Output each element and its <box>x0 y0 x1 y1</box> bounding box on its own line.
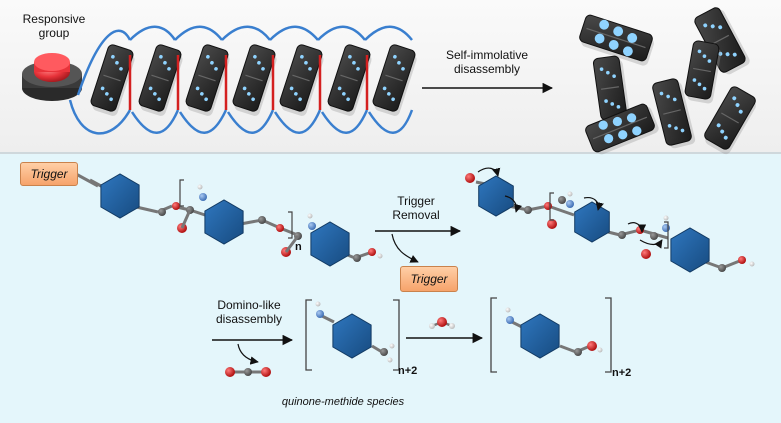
benzene-ring <box>100 173 140 219</box>
responsive-group-label: Responsive group <box>22 12 86 40</box>
helix-domino <box>185 44 230 116</box>
methylene-carbon <box>380 348 388 356</box>
oxygen-atom <box>636 226 644 234</box>
oxygen-atom <box>547 219 557 229</box>
scattered-domino <box>684 40 722 104</box>
repeat-subscript: n <box>295 241 302 253</box>
benzene-ring <box>520 313 560 359</box>
hydrogen-atom <box>197 184 203 190</box>
carbon-atom <box>558 196 566 204</box>
carbon-atom <box>650 232 658 240</box>
amine-nitrogen <box>506 316 514 324</box>
helix-front <box>68 55 414 135</box>
oxygen-atom <box>641 249 651 259</box>
carbon-atom <box>618 231 626 239</box>
carbon-atom <box>158 208 166 216</box>
benzene-ring <box>478 175 514 217</box>
phenolate-oxygen <box>465 173 475 183</box>
helix-domino <box>372 44 417 116</box>
oxygen-atom <box>544 202 552 210</box>
co2-molecule <box>225 367 271 377</box>
helix-dominoes <box>90 44 417 116</box>
responsive-group-button <box>22 53 82 101</box>
repeat-bracket <box>179 179 293 239</box>
scattered-domino <box>704 86 756 155</box>
hydrogen-atom <box>567 191 573 197</box>
scattered-domino <box>652 78 696 149</box>
benzene-ring <box>310 221 350 267</box>
nitrogen-atom <box>308 222 316 230</box>
oxygen-atom <box>276 224 284 232</box>
carbon-atom <box>353 254 361 262</box>
helix-domino <box>138 44 183 116</box>
polymer-atoms <box>75 172 383 267</box>
oxygen-atom <box>368 248 376 256</box>
helix-domino <box>279 44 324 116</box>
quinone-bracket <box>305 299 400 371</box>
scattered-dominoes <box>579 7 756 155</box>
quinone-methide-caption: quinone-methide species <box>281 396 405 408</box>
imine-nitrogen <box>316 310 324 318</box>
benzene-ring <box>204 199 244 245</box>
oxygen-atom <box>738 256 746 264</box>
hydrogen-atom <box>749 261 755 267</box>
hydrogen-atom <box>307 213 313 219</box>
carbon-atom <box>524 206 532 214</box>
hydrogen-atom <box>387 357 393 363</box>
trigger-box-released: Trigger <box>400 266 458 292</box>
helix-domino <box>232 44 277 116</box>
activated-atoms <box>465 173 755 273</box>
helix-back <box>76 25 413 96</box>
oxygen-atom <box>172 202 180 210</box>
product-bracket <box>490 297 612 373</box>
nitrogen-atom <box>199 193 207 201</box>
quinone-methide <box>315 301 395 363</box>
self-immolative-label: Self-immolative disassembly <box>445 48 529 76</box>
helix-domino <box>90 44 135 116</box>
hydroxyl-oxygen <box>587 341 597 351</box>
hydrogen-atom <box>377 253 383 259</box>
helix-domino <box>327 44 372 116</box>
hydrogen-atom <box>315 301 321 307</box>
co2-release-arrow <box>237 343 259 365</box>
carbon-atom <box>258 216 266 224</box>
benzene-ring <box>670 227 710 273</box>
trigger-release-arrow <box>391 233 419 263</box>
domino-label: Domino-like disassembly <box>215 298 283 326</box>
nitrogen-atom <box>662 224 670 232</box>
panel-divider <box>0 152 781 154</box>
carbon-atom <box>574 348 582 356</box>
scattered-domino <box>579 14 654 66</box>
scattered-domino <box>592 55 631 124</box>
electron-push-arrows <box>477 167 663 249</box>
carbon-atom <box>718 264 726 272</box>
trigger-box-polymer: Trigger <box>20 162 78 186</box>
quinoid-ring <box>332 313 372 359</box>
hydrogen-atom <box>597 347 603 353</box>
hydrogen-atom <box>389 343 395 349</box>
scattered-domino <box>585 103 659 155</box>
hydrogen-atom <box>505 307 511 313</box>
water-molecule <box>429 317 455 329</box>
nitrogen-atom <box>566 200 574 208</box>
benzene-ring <box>574 201 610 243</box>
quinone-subscript: n+2 <box>398 365 418 377</box>
product-subscript: n+2 <box>612 367 632 379</box>
aminobenzyl-alcohol <box>505 307 603 359</box>
hydrogen-atom <box>663 215 669 221</box>
trigger-removal-label: Trigger Removal <box>392 194 440 222</box>
activated-bracket <box>549 192 669 249</box>
